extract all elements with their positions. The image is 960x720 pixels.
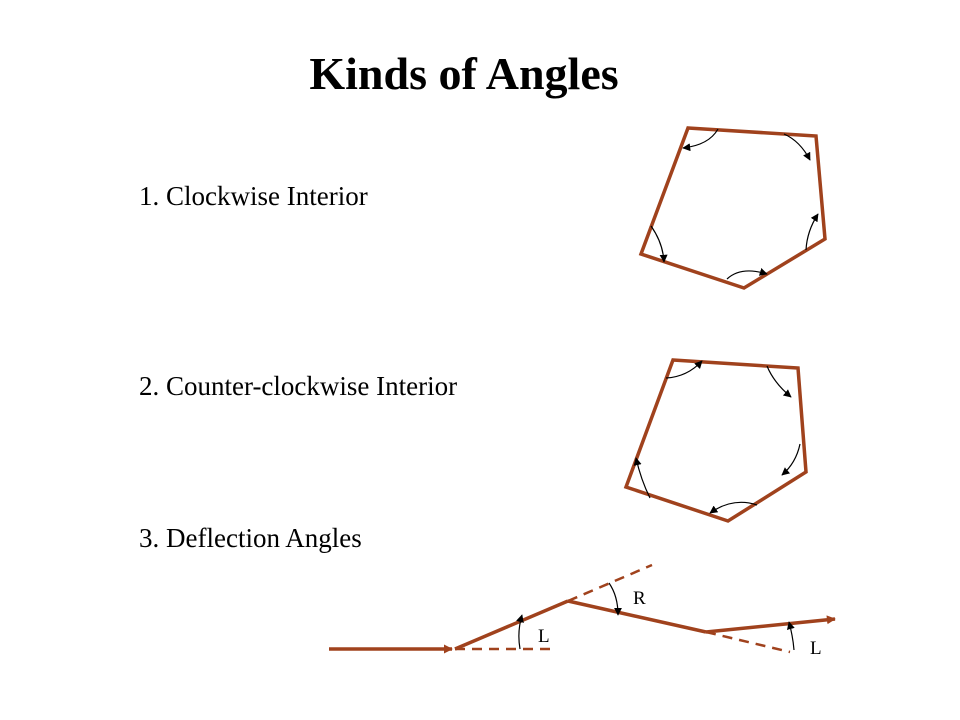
counter-clockwise-pentagon xyxy=(623,358,808,523)
traverse-outgoing-line xyxy=(705,615,836,634)
traverse-extension-dashed xyxy=(705,630,791,654)
deflection-arrow-icon xyxy=(608,582,622,616)
angle-arrow-icon xyxy=(709,501,758,514)
deflection-label-left-second: L xyxy=(810,638,822,659)
item-deflection-angles: 3. Deflection Angles xyxy=(139,523,362,553)
deflection-traverse: L R L xyxy=(329,563,836,659)
angle-arrow-icon xyxy=(650,225,668,263)
angle-arrow-icon xyxy=(682,128,719,152)
traverse-extension-dashed xyxy=(567,563,653,603)
traverse-segment xyxy=(454,599,569,651)
pentagon-outline xyxy=(638,126,827,290)
angle-arrow-icon xyxy=(781,443,801,476)
slide-title: Kinds of Angles xyxy=(309,48,619,99)
angle-arrow-icon xyxy=(665,360,703,379)
deflection-arrow-icon xyxy=(786,621,795,651)
angle-arrow-icon xyxy=(726,268,768,280)
angle-arrow-icon xyxy=(633,457,651,499)
angle-arrow-icon xyxy=(805,213,819,251)
angle-arrow-icon xyxy=(783,133,811,161)
pentagon-outline xyxy=(623,358,808,523)
item-clockwise-interior: 1. Clockwise Interior xyxy=(139,181,368,211)
clockwise-pentagon xyxy=(638,126,827,290)
item-counter-clockwise-interior: 2. Counter-clockwise Interior xyxy=(139,371,458,401)
traverse-segment xyxy=(567,599,707,634)
deflection-arrow-icon xyxy=(516,614,524,650)
deflection-label-right: R xyxy=(633,588,646,609)
angle-arrow-icon xyxy=(766,365,792,398)
deflection-label-left: L xyxy=(538,626,550,647)
